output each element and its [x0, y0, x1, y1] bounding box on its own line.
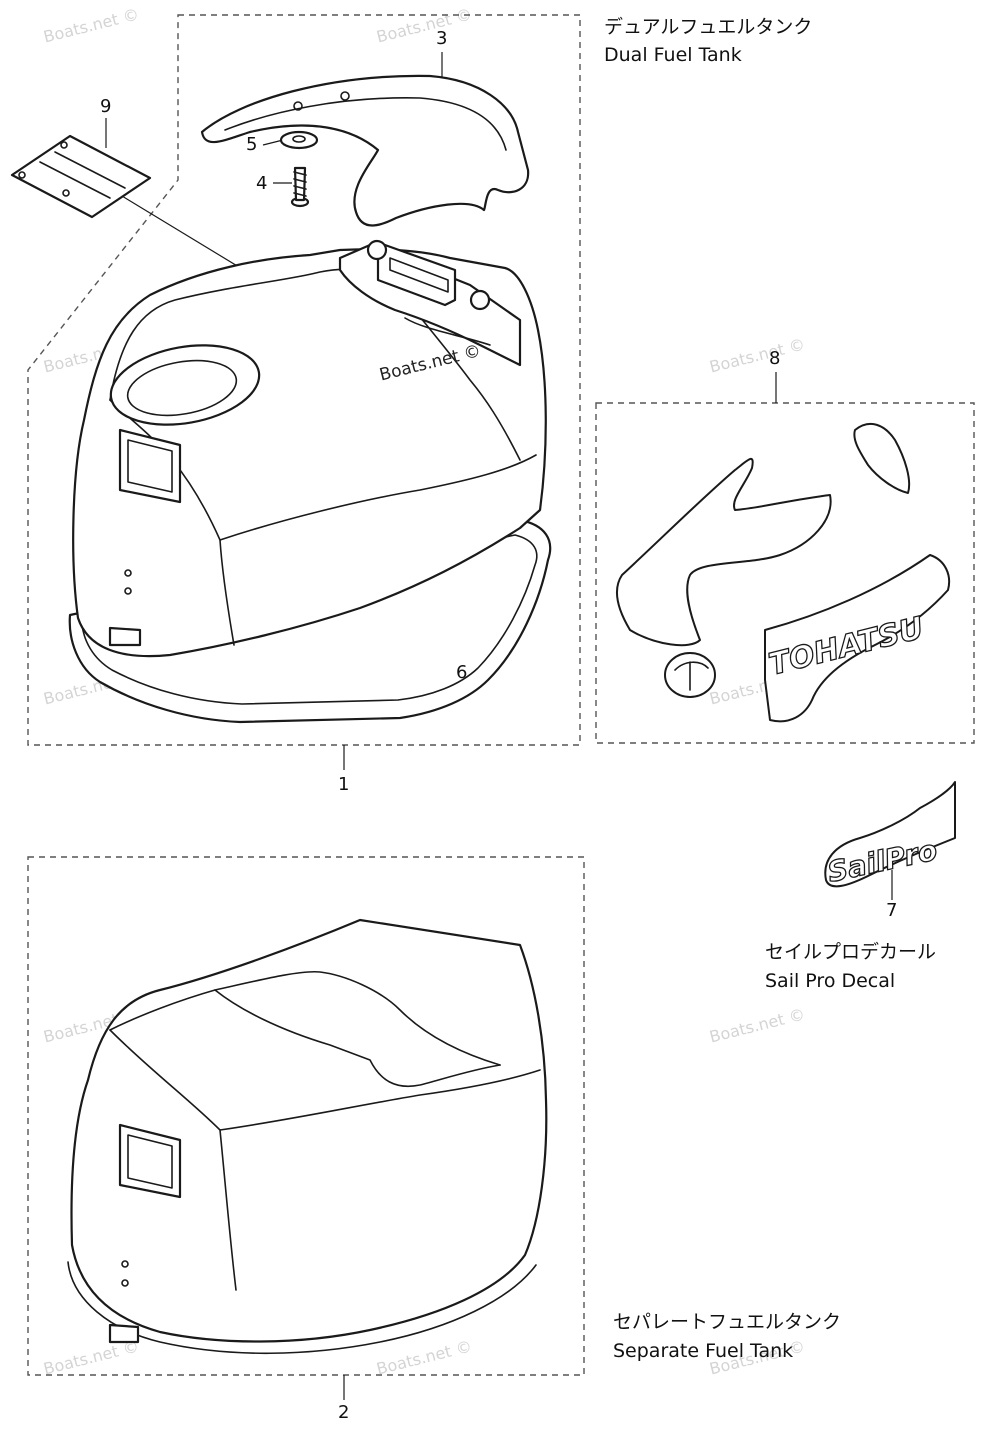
- decal-brand-stripe: [764, 554, 950, 723]
- callout-4: 4: [256, 173, 268, 194]
- label-dual-fuel-tank: Dual Fuel Tank: [604, 44, 742, 66]
- callout-2: 2: [338, 1402, 350, 1423]
- top-cowl-part-2: [67, 918, 548, 1355]
- top-cowl-part-1: [68, 239, 552, 724]
- label-plate-part-9: [10, 134, 152, 219]
- screw-part-4: [290, 166, 310, 208]
- decal-set-part-8: TOHATSU: [615, 422, 950, 723]
- washer-part-5: [279, 130, 319, 150]
- callout-3: 3: [436, 28, 448, 49]
- label-separate-fuel-tank-jp: セパレートフュエルタンク: [613, 1311, 842, 1333]
- callout-9: 9: [100, 96, 112, 117]
- label-sail-pro-decal: Sail Pro Decal: [765, 970, 896, 992]
- callout-6: 6: [456, 662, 468, 683]
- group-box-separate: [27, 856, 585, 1376]
- callout-7: 7: [886, 900, 898, 921]
- callout-1: 1: [338, 774, 350, 795]
- callout-5: 5: [246, 134, 258, 155]
- label-dual-fuel-tank-jp: デュアルフュエルタンク: [604, 16, 813, 38]
- decal-swoosh-left: [615, 457, 832, 647]
- group-box-decal-set: [595, 402, 975, 744]
- sail-pro-decal-part-7: SailPro: [824, 781, 956, 889]
- cover-plate-part-3: [200, 74, 530, 227]
- group-box-dual: [27, 14, 581, 746]
- label-sail-pro-decal-jp: セイルプロデカール: [765, 941, 937, 963]
- label-separate-fuel-tank: Separate Fuel Tank: [613, 1340, 794, 1362]
- leader-5: [262, 139, 284, 146]
- callout-8: 8: [769, 348, 781, 369]
- decal-fin-top-right: [853, 422, 911, 494]
